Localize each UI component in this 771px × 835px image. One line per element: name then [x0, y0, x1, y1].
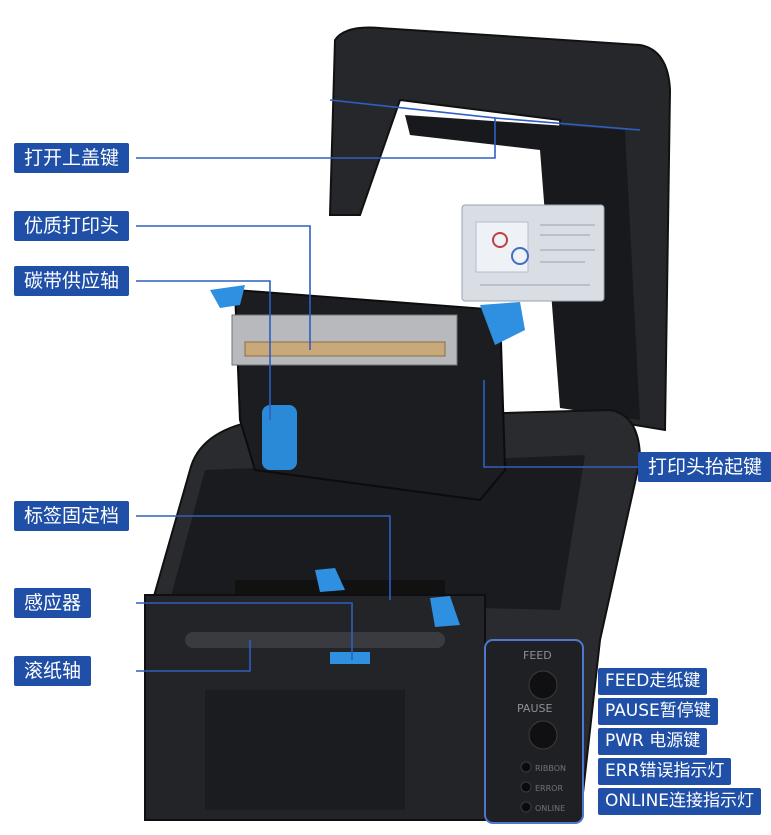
platen-roller: [185, 632, 445, 648]
callout-label-guide: 标签固定档: [14, 501, 130, 531]
label-guide-right: [430, 596, 460, 627]
panel-ribbon-text: RIBBON: [535, 764, 566, 773]
panel-label-pause: PAUSE暂停键: [598, 698, 718, 725]
callout-platen-roller: 滚纸轴: [14, 656, 92, 686]
panel-feed-text: FEED: [523, 649, 552, 662]
panel-label-feed: FEED走纸键: [598, 668, 708, 695]
head-lift-lever: [480, 302, 525, 345]
sensor-slider: [330, 652, 370, 664]
panel-pause-text: PAUSE: [517, 702, 552, 715]
ribbon-gear: [262, 405, 297, 470]
callout-print-head: 优质打印头: [14, 211, 130, 241]
panel-label-online: ONLINE连接指示灯: [598, 788, 762, 815]
callout-top-cover-key: 打开上盖键: [14, 143, 130, 173]
panel-error-text: ERROR: [535, 784, 563, 793]
callout-head-lift-key: 打印头抬起键: [638, 452, 771, 482]
leader-lines: [136, 99, 641, 672]
panel-online-text: ONLINE: [535, 804, 565, 813]
head-clip-left: [210, 285, 245, 308]
panel-label-pwr: PWR 电源键: [598, 728, 708, 755]
control-panel: FEED PAUSE RIBBON ERROR ONLINE: [484, 639, 584, 824]
callout-sensor: 感应器: [14, 588, 92, 618]
top-cover: [328, 26, 672, 432]
feed-button-graphic: [528, 670, 558, 700]
pause-button-graphic: [528, 720, 558, 750]
panel-label-err: ERR错误指示灯: [598, 758, 732, 785]
print-head-assembly: [210, 285, 525, 502]
callout-ribbon-supply-axis: 碳带供应轴: [14, 266, 130, 296]
label-guide-left: [315, 568, 345, 592]
print-head: [231, 314, 458, 366]
